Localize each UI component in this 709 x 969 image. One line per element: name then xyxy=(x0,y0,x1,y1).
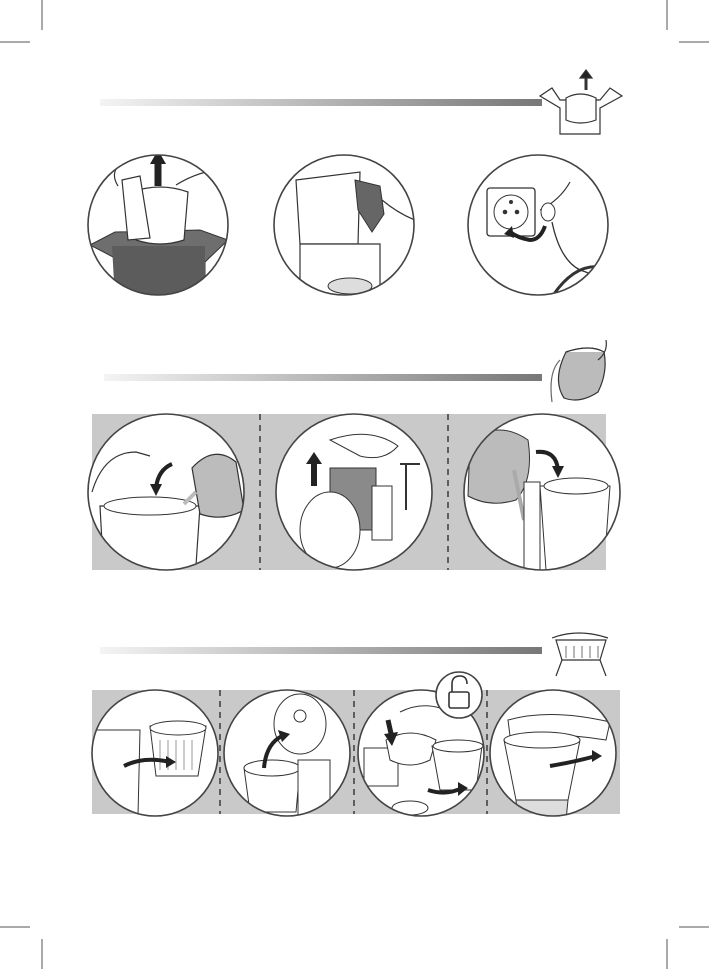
section-filter-handling xyxy=(92,633,620,820)
section-unpack xyxy=(88,70,622,300)
section-header-bar xyxy=(100,99,542,106)
step-plug-into-socket xyxy=(468,155,608,300)
section-water-fill xyxy=(88,340,620,580)
pour-water-jug-icon xyxy=(551,340,606,402)
step-remove-protective-film xyxy=(274,155,420,300)
unpack-box-icon xyxy=(540,70,622,134)
section-header-bar xyxy=(100,647,542,654)
filter-holder-icon xyxy=(552,633,608,676)
step-lift-out-of-box xyxy=(88,150,230,300)
section-header-bar xyxy=(104,374,542,381)
unlock-padlock-icon xyxy=(436,672,482,718)
